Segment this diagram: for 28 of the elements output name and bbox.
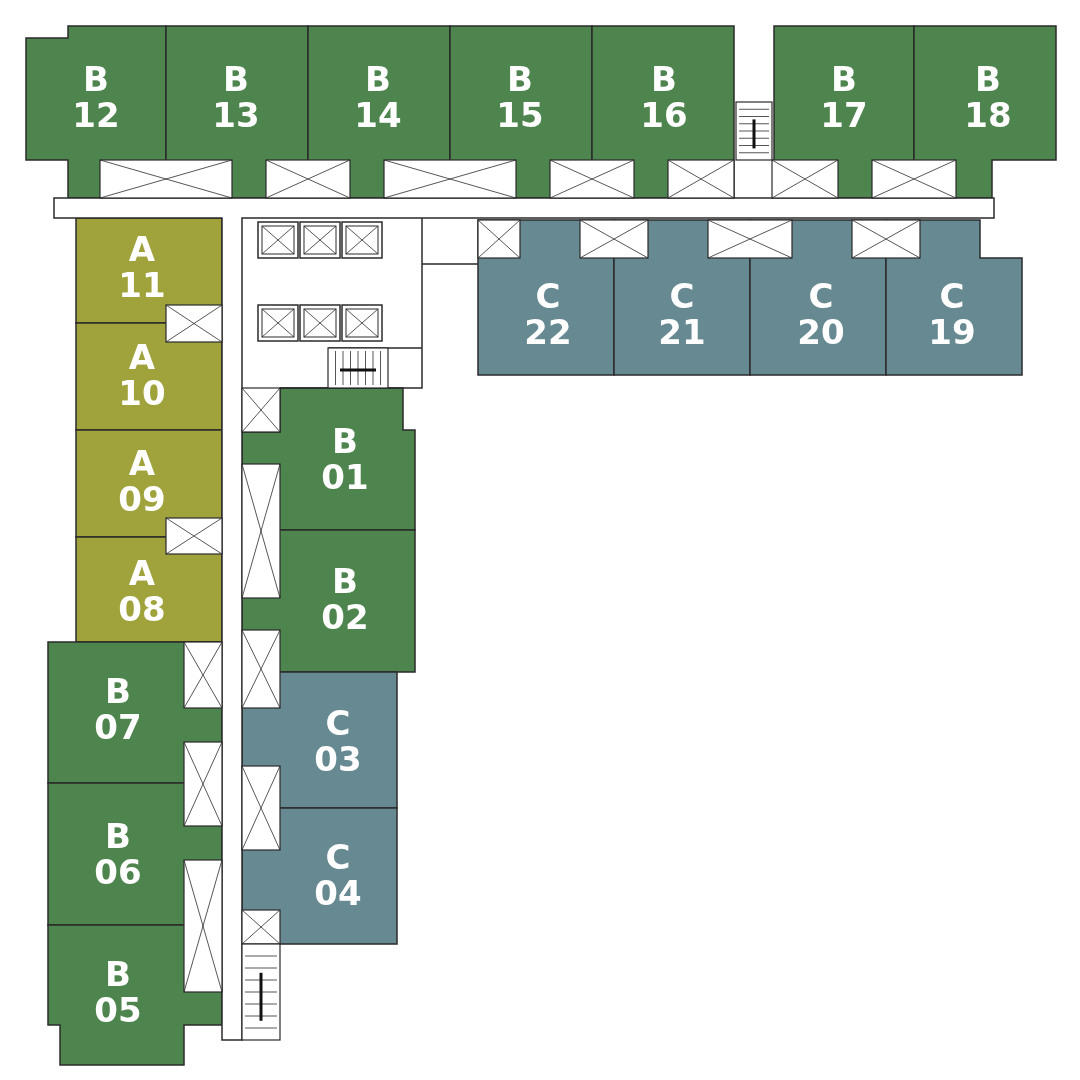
- unit-number: C 22: [524, 279, 572, 351]
- apartment-unit: [914, 26, 1056, 198]
- unit-number: B 06: [94, 819, 142, 891]
- unit-number: B 18: [964, 62, 1012, 134]
- apartment-unit: [76, 218, 222, 323]
- unit-number: B 15: [496, 62, 544, 134]
- unit-number: B 05: [94, 957, 142, 1029]
- apartment-unit: [76, 537, 222, 642]
- unit-number: B 16: [640, 62, 688, 134]
- unit-number: B 14: [354, 62, 402, 134]
- apartment-unit: [76, 323, 222, 430]
- apartment-unit: [76, 430, 222, 537]
- apartment-unit: [886, 220, 1022, 375]
- unit-number: B 12: [72, 62, 120, 134]
- unit-number: C 20: [797, 279, 845, 351]
- unit-number: B 07: [94, 674, 142, 746]
- unit-number: A 08: [118, 556, 166, 628]
- unit-number: C 19: [928, 279, 976, 351]
- unit-number: B 13: [212, 62, 260, 134]
- unit-number: A 09: [118, 446, 166, 518]
- unit-number: A 11: [118, 232, 166, 304]
- unit-number: B 17: [820, 62, 868, 134]
- unit-number: A 10: [118, 340, 166, 412]
- unit-number: C 21: [658, 279, 706, 351]
- unit-number: B 02: [321, 564, 369, 636]
- unit-number: B 01: [321, 424, 369, 496]
- unit-number: C 04: [314, 840, 362, 912]
- unit-number: C 03: [314, 706, 362, 778]
